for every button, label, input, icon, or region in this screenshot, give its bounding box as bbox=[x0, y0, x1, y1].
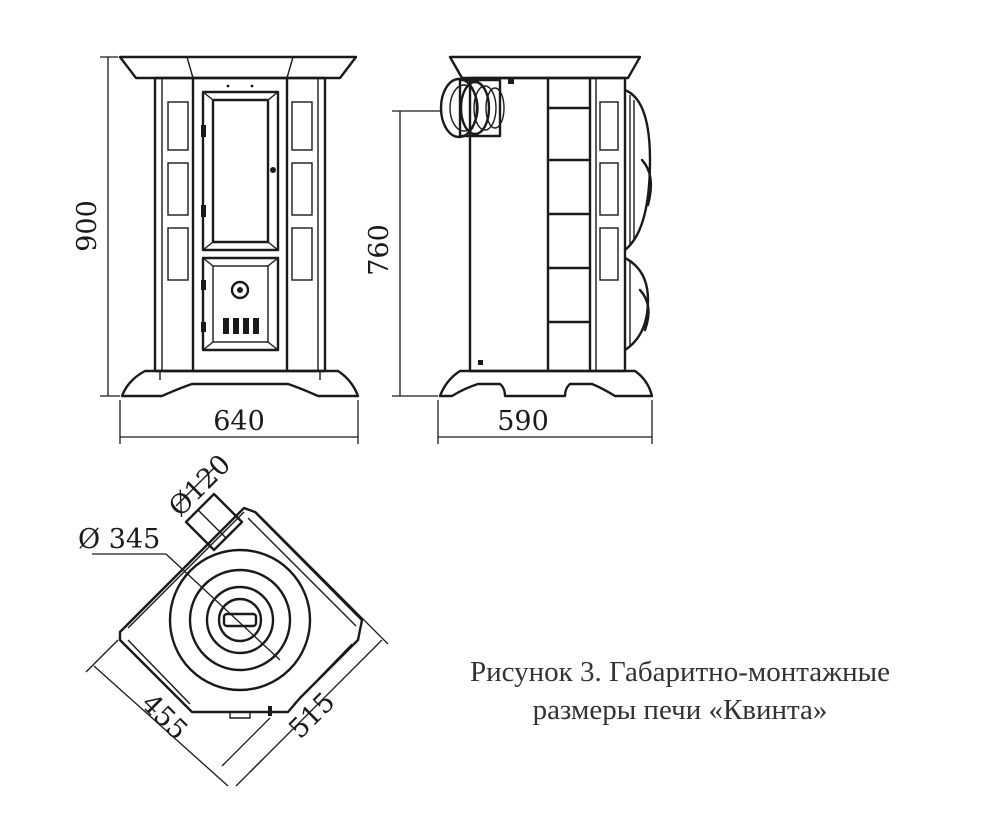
side-height-label: 760 bbox=[364, 224, 395, 276]
figure-caption: Рисунок 3. Габаритно-монтажные размеры п… bbox=[400, 653, 960, 729]
plan-side-a-label: 455 bbox=[135, 688, 193, 746]
plan-dimensions: Ø 345 Ø120 455 515 bbox=[78, 449, 389, 787]
caption-line-1: Рисунок 3. Габаритно-монтажные bbox=[469, 656, 891, 688]
front-width-label: 640 bbox=[213, 406, 265, 437]
side-depth-label: 590 bbox=[497, 406, 549, 437]
plan-side-b-label: 515 bbox=[283, 687, 341, 745]
front-height-label: 900 bbox=[72, 200, 103, 252]
plan-view bbox=[92, 467, 364, 719]
side-view bbox=[438, 55, 654, 398]
caption-line-2: размеры печи «Квинта» bbox=[532, 694, 828, 726]
top-diameter-label: Ø 345 bbox=[78, 524, 160, 555]
side-dimensions: 760 590 bbox=[364, 110, 653, 444]
front-view bbox=[118, 55, 360, 398]
front-dimensions: 900 640 bbox=[72, 56, 359, 444]
